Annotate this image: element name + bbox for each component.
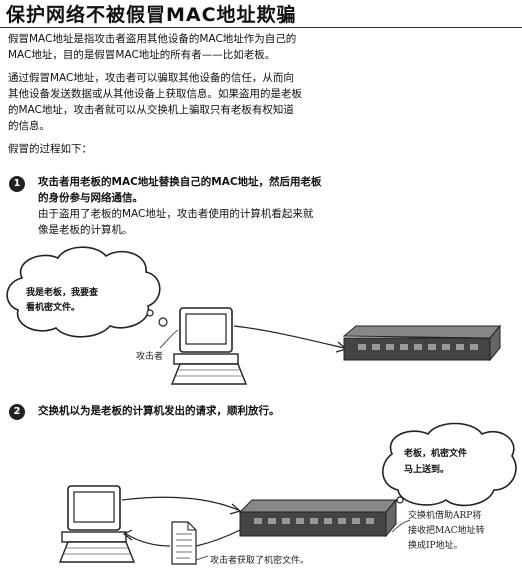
step-1-title-line-2: 的身份参与网络通信。: [38, 192, 143, 204]
switch-note: 交换机借助ARP将 接收把MAC地址转 换成IP地址。: [408, 509, 485, 554]
page-title: 保护网络不被假冒MAC地址欺骗: [6, 4, 297, 26]
title-underline: [0, 27, 522, 28]
step-1-text: 攻击者用老板的MAC地址替换自己的MAC地址，然后用老板 的身份参与网络通信。 …: [38, 174, 322, 238]
explain-paragraph: 通过假冒MAC地址，攻击者可以骗取其他设备的信任，从而向 其他设备发送数据或从其…: [8, 70, 338, 134]
bubble-2-line-2: 马上送到。: [404, 465, 450, 475]
switch-1-icon: [342, 324, 502, 362]
explain-line-3: 的MAC地址，攻击者就可以从交换机上骗取只有老板有权知道: [8, 104, 294, 116]
explain-line-1: 通过假冒MAC地址，攻击者可以骗取其他设备的信任，从而向: [8, 72, 294, 84]
process-intro: 假冒的过程如下：: [8, 143, 92, 155]
thought-bubble-1: [6, 246, 161, 338]
step-2-number: 2: [9, 404, 25, 420]
intro-line-2: MAC地址，目的是假冒MAC地址的所有者——比如老板。: [8, 49, 276, 61]
switch-note-line-2: 接收把MAC地址转: [408, 526, 485, 536]
explain-line-4: 的信息。: [8, 120, 50, 132]
switch-note-line-3: 换成IP地址。: [408, 541, 463, 551]
step-1-body-line-2: 像是老板的计算机。: [38, 224, 133, 236]
attacker-computer-2-icon: [58, 485, 136, 563]
step-1-title-line-1: 攻击者用老板的MAC地址替换自己的MAC地址，然后用老板: [38, 176, 322, 188]
attacker-label: 攻击者: [136, 352, 164, 362]
attacker-computer-icon: [170, 307, 248, 385]
step-2-title-line-1: 交换机以为是老板的计算机发出的请求，顺利放行。: [38, 405, 280, 417]
bubble-1-text: 我是老板，我要查 看机密文件。: [26, 286, 146, 316]
bubble-1-line-1: 我是老板，我要查: [26, 288, 99, 298]
step-2-text: 交换机以为是老板的计算机发出的请求，顺利放行。: [38, 403, 280, 419]
bubble-1-line-2: 看机密文件。: [26, 303, 81, 313]
switch-2-icon: [238, 498, 398, 538]
secret-file-icon: [171, 521, 197, 565]
file-note: 攻击者获取了机密文件。: [210, 556, 310, 566]
bubble-2-line-1: 老板，机密文件: [404, 449, 468, 459]
step-1-number: 1: [9, 176, 25, 192]
thought-bubble-2: [382, 422, 517, 507]
bubble-2-text: 老板，机密文件 马上送到。: [404, 446, 508, 478]
switch-note-line-1: 交换机借助ARP将: [408, 511, 482, 521]
step-1-body-line-1: 由于盗用了老板的MAC地址，攻击者使用的计算机看起来就: [38, 208, 314, 220]
intro-line-1: 假冒MAC地址是指攻击者盗用其他设备的MAC地址作为自己的: [8, 33, 297, 45]
explain-line-2: 其他设备发送数据或从其他设备上获取信息。如果盗用的是老板: [8, 88, 302, 100]
intro-paragraph: 假冒MAC地址是指攻击者盗用其他设备的MAC地址作为自己的 MAC地址，目的是假…: [8, 31, 338, 63]
